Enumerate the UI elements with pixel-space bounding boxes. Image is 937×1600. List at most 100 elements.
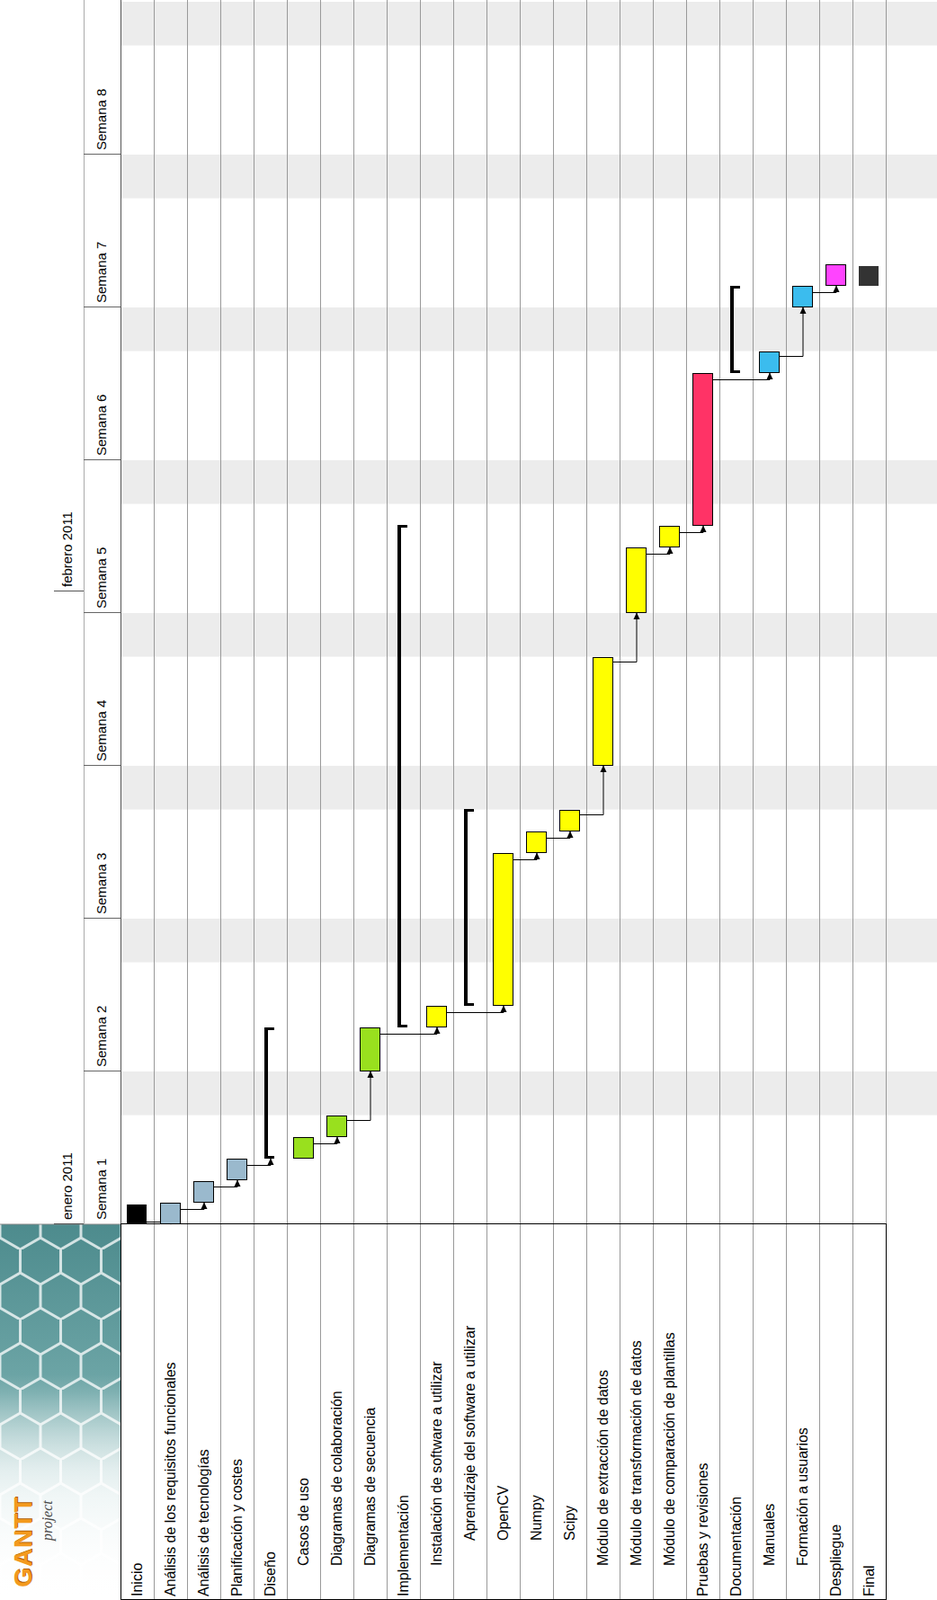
weekend-band xyxy=(120,1,937,46)
logo-word: GANTT xyxy=(8,1497,38,1589)
row-line xyxy=(153,0,155,1600)
task-table-frame xyxy=(121,1224,887,1600)
weekend-band xyxy=(120,919,937,964)
week-label: Semana 5 xyxy=(93,547,109,609)
dependency-arrow xyxy=(580,766,604,816)
dependency-arrow xyxy=(180,1203,205,1211)
task-row: Despliegue xyxy=(819,0,853,1600)
month-divider xyxy=(53,1223,84,1225)
task-row: Diagramas de secuencia xyxy=(353,0,387,1600)
weekend-band xyxy=(120,1071,937,1116)
dependency-arrow xyxy=(779,307,804,357)
row-line xyxy=(586,0,588,1600)
task-row: Documentación xyxy=(719,0,753,1600)
task-row: Aprendizaje del software a utilizar xyxy=(453,0,487,1600)
task-bar xyxy=(160,1203,181,1225)
task-name: Final xyxy=(852,1228,886,1600)
week-divider xyxy=(83,1070,121,1072)
dependency-arrow xyxy=(713,373,770,381)
task-row: Análisis de tecnologías xyxy=(187,0,221,1600)
row-line xyxy=(819,0,821,1600)
task-row: Análisis de los requisitos funcionales xyxy=(153,0,188,1600)
summary-bracket xyxy=(397,525,408,1028)
weekend-band xyxy=(120,154,937,199)
task-name: Diagramas de secuencia xyxy=(353,1228,387,1600)
task-name: Implementación xyxy=(386,1228,420,1600)
task-name: Scipy xyxy=(553,1228,587,1600)
week-divider xyxy=(83,459,121,461)
task-name: Formación a usuarios xyxy=(785,1228,820,1600)
task-name: Diagramas de colaboración xyxy=(320,1228,354,1600)
month-divider xyxy=(53,590,84,592)
task-row: OpenCV xyxy=(486,0,520,1600)
task-name: Pruebas y revisiones xyxy=(686,1228,720,1600)
weekend-band xyxy=(120,460,937,505)
dependency-arrow xyxy=(446,1006,504,1014)
week-divider xyxy=(83,306,121,308)
task-row: Diseño xyxy=(253,0,287,1600)
task-bar xyxy=(825,264,847,286)
task-row: Módulo de transformación de datos xyxy=(619,0,653,1600)
dependency-arrow xyxy=(613,613,637,663)
summary-bracket xyxy=(264,1027,275,1160)
task-bar xyxy=(659,526,680,548)
task-bar xyxy=(559,810,581,832)
row-line xyxy=(486,0,488,1600)
row-line xyxy=(286,0,288,1600)
week-divider xyxy=(83,153,121,155)
task-name: Despliegue xyxy=(819,1228,853,1600)
row-line xyxy=(519,0,521,1600)
row-line xyxy=(785,0,787,1600)
task-row: Formación a usuarios xyxy=(785,0,820,1600)
dependency-arrow xyxy=(380,1027,438,1036)
task-name: Módulo de extracción de datos xyxy=(586,1228,620,1600)
row-line xyxy=(752,0,754,1600)
row-line xyxy=(686,0,688,1600)
task-bar xyxy=(758,351,780,374)
task-row: Planificación y costes xyxy=(220,0,254,1600)
dependency-arrow xyxy=(812,285,837,294)
milestone-marker xyxy=(126,1204,147,1225)
task-row: Manuales xyxy=(752,0,786,1600)
header-line xyxy=(0,1224,121,1226)
task-bar xyxy=(359,1027,381,1072)
row-line xyxy=(353,0,355,1600)
weekend-band xyxy=(120,766,937,811)
row-line xyxy=(220,0,222,1600)
task-name: Diseño xyxy=(253,1228,287,1600)
dependency-arrow xyxy=(214,1180,238,1188)
task-bar xyxy=(625,547,647,614)
task-name: Manuales xyxy=(752,1228,786,1600)
task-bar xyxy=(792,285,813,308)
week-label: Semana 6 xyxy=(93,394,109,456)
task-name: Inicio xyxy=(120,1228,154,1600)
logo-ground xyxy=(0,1224,121,1600)
task-row: Pruebas y revisiones xyxy=(686,0,720,1600)
task-row: Casos de uso xyxy=(286,0,321,1600)
row-line xyxy=(453,0,455,1600)
task-name: Casos de uso xyxy=(286,1228,321,1600)
month-label: febrero 2011 xyxy=(59,511,75,588)
task-name: Instalación de software a utilizar xyxy=(419,1228,454,1600)
task-bar xyxy=(326,1115,348,1138)
week-label: Semana 3 xyxy=(93,853,109,915)
task-row: Instalación de software a utilizar xyxy=(419,0,454,1600)
task-row: Scipy xyxy=(553,0,587,1600)
task-row: Módulo de extracción de datos xyxy=(586,0,620,1600)
row-line xyxy=(719,0,721,1600)
task-name: Módulo de comparación de plantillas xyxy=(652,1228,687,1600)
task-row: Numpy xyxy=(519,0,554,1600)
row-line xyxy=(386,0,388,1600)
task-bar xyxy=(193,1181,215,1204)
task-row: Implementación xyxy=(386,0,420,1600)
task-bar xyxy=(592,657,614,767)
week-label: Semana 8 xyxy=(93,89,109,151)
task-row: Final xyxy=(852,0,886,1600)
task-bar xyxy=(293,1137,314,1160)
row-line xyxy=(553,0,554,1600)
row-line xyxy=(652,0,654,1600)
dependency-arrow xyxy=(646,547,670,555)
task-name: Aprendizaje del software a utilizar xyxy=(453,1228,487,1600)
weekend-band xyxy=(120,613,937,658)
